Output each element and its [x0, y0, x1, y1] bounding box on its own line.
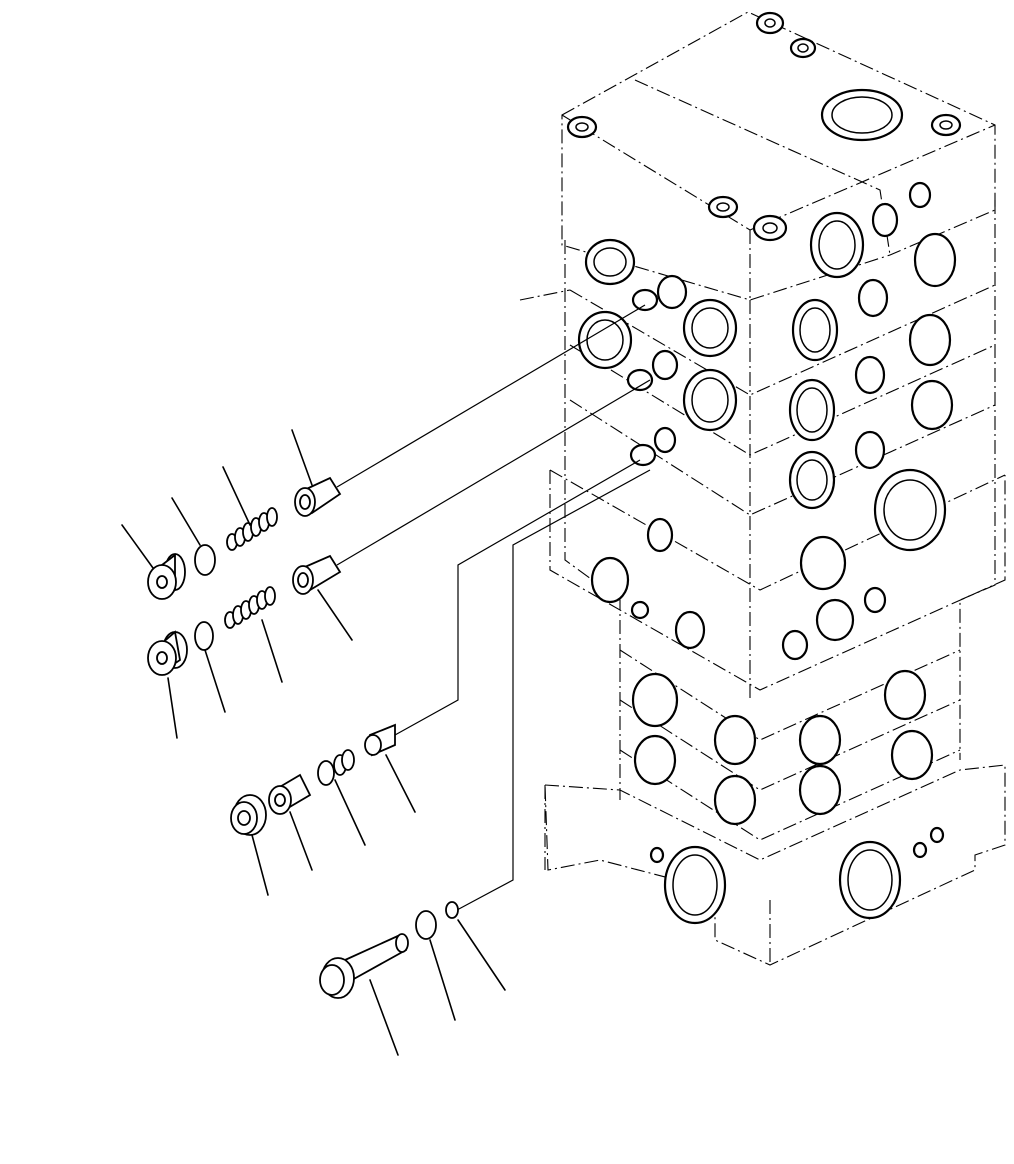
- piston-lower: [268, 773, 312, 815]
- small-ring-bottom: [445, 901, 459, 919]
- ring-lower: [317, 749, 355, 786]
- o-ring-bottom: [415, 910, 437, 940]
- valve-ports: [566, 11, 962, 925]
- valve-body: [519, 11, 1006, 966]
- plunger-bottom: [319, 933, 409, 999]
- spring-upper: [226, 507, 278, 551]
- plug-middle: [147, 630, 188, 676]
- spool-upper: [294, 476, 342, 517]
- spring-middle: [224, 586, 276, 629]
- spool-middle: [292, 554, 342, 595]
- cap-lower: [230, 794, 267, 836]
- plug-upper: [147, 553, 186, 600]
- assembly-lines: [336, 304, 651, 911]
- o-ring-middle: [194, 621, 214, 651]
- callout-leaders: [121, 429, 506, 1056]
- valve-seat-lower: [364, 723, 396, 757]
- o-ring-upper: [194, 544, 216, 576]
